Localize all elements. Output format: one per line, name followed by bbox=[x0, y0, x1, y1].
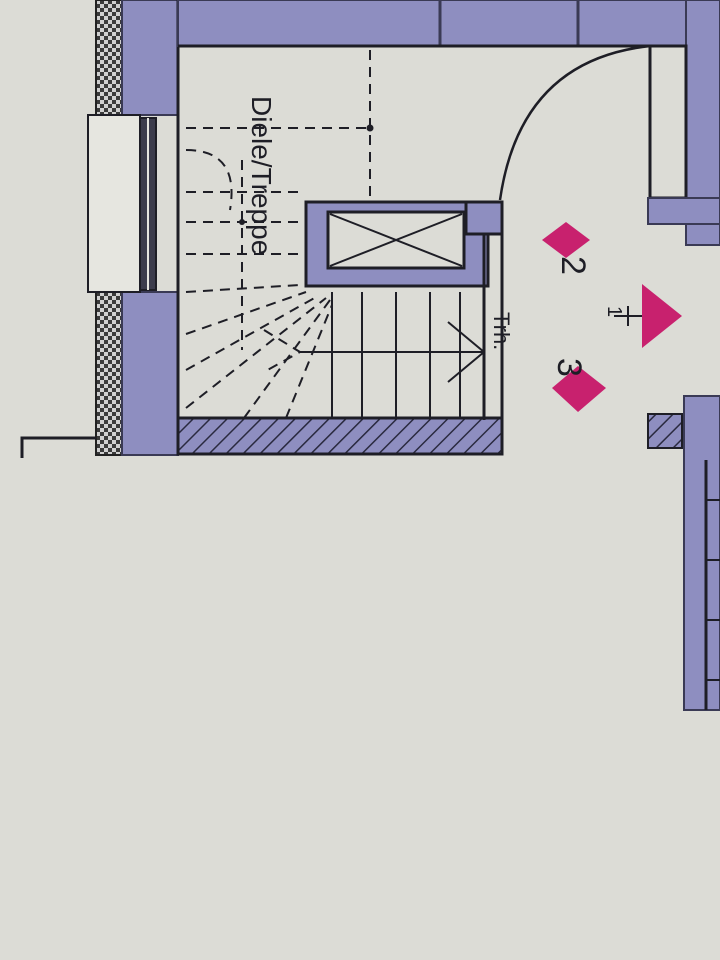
right-wall-upper bbox=[647, 0, 720, 246]
marker-label-1: 1 bbox=[603, 306, 625, 317]
stair-bottom-wall bbox=[176, 416, 504, 456]
right-wall-door-jamb bbox=[647, 197, 720, 225]
dashed-arrow-head bbox=[263, 329, 302, 373]
shaft bbox=[304, 200, 504, 288]
left-exterior-wall bbox=[95, 0, 180, 456]
exterior-corner-line bbox=[20, 436, 96, 458]
stair-treads bbox=[300, 292, 486, 418]
entrance-post bbox=[647, 413, 683, 449]
dashed-diagonal-6 bbox=[285, 304, 333, 419]
winder-dashed-lines bbox=[185, 50, 371, 419]
stair-direction-arrow bbox=[447, 321, 486, 383]
window bbox=[87, 114, 157, 293]
dashed-diagonal-2 bbox=[185, 291, 307, 335]
insulation-strip-top bbox=[95, 0, 123, 116]
dashed-corner-dot bbox=[366, 124, 374, 132]
door-swing-arc bbox=[498, 44, 651, 201]
marker-arrow-1-icon bbox=[642, 284, 682, 348]
top-wall bbox=[177, 0, 699, 48]
shaft-side-wall bbox=[464, 200, 504, 236]
right-wall-lower-fill bbox=[683, 395, 720, 711]
marker-arrow-2-icon bbox=[542, 222, 590, 258]
stair-label: Trh. bbox=[489, 312, 514, 350]
marker-label-2: 2 bbox=[554, 256, 592, 275]
shaft-cross-2 bbox=[329, 213, 463, 267]
window-frame bbox=[87, 114, 141, 293]
dashed-diagonal-4 bbox=[185, 297, 327, 409]
dashed-stair-dot bbox=[239, 219, 245, 225]
left-wall-fill-bottom bbox=[121, 291, 179, 456]
dashed-curve-1 bbox=[185, 149, 233, 211]
top-wall-fill bbox=[177, 0, 699, 47]
right-wall-upper-return bbox=[648, 44, 688, 200]
room-label: Diele/Treppe bbox=[246, 96, 277, 255]
insulation-strip-bottom bbox=[95, 291, 123, 456]
marker-label-3: 3 bbox=[550, 358, 588, 377]
dashed-diagonal-3 bbox=[185, 295, 319, 371]
marker-arrow-3-icon bbox=[552, 366, 606, 412]
right-wall-lower bbox=[683, 395, 720, 711]
left-wall-fill-top bbox=[121, 0, 179, 116]
entrance-markers: 2 1 3 bbox=[542, 222, 682, 412]
